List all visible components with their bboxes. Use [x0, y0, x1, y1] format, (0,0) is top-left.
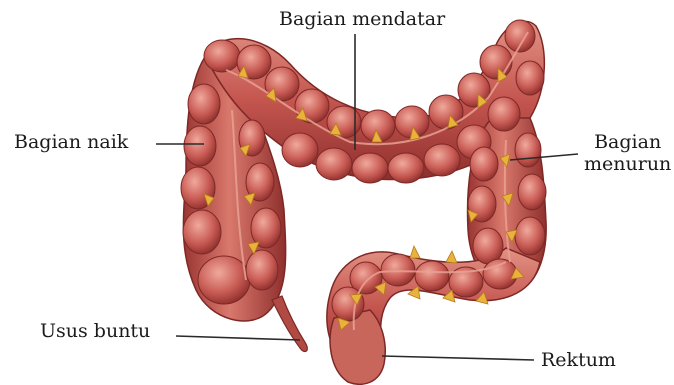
label-descending-line2: menurun [584, 153, 671, 175]
label-rectum: Rektum [541, 349, 616, 371]
leader-rectum [382, 356, 534, 360]
label-appendix: Usus buntu [40, 320, 150, 342]
rectum-shape [330, 310, 385, 384]
leader-appendix [176, 336, 300, 340]
label-descending-line1: Bagian [584, 131, 671, 153]
appendix-shape [272, 296, 307, 351]
label-descending-colon: Bagian menurun [584, 131, 671, 175]
label-ascending-colon: Bagian naik [14, 131, 128, 153]
label-transverse-colon: Bagian mendatar [279, 8, 445, 30]
